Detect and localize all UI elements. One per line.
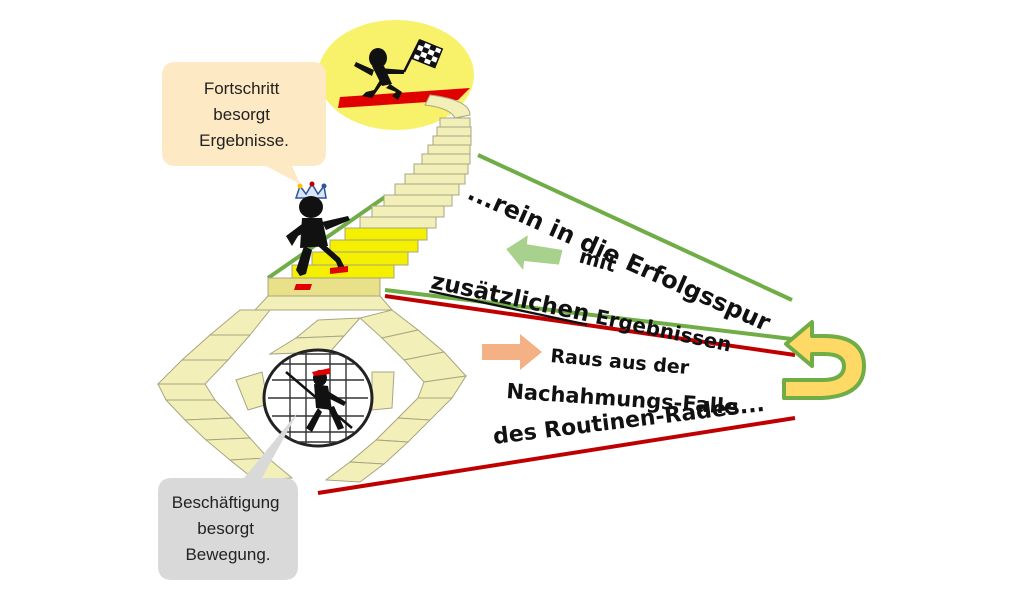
lower-message: Raus aus der Nachahmungs-Falle des Routi… xyxy=(492,345,766,450)
red-shoe-left xyxy=(294,284,312,290)
top-speech-bubble: Fortschritt besorgt Ergebnisse. xyxy=(162,62,326,184)
red-shoe-right xyxy=(330,266,348,274)
red-carpet xyxy=(338,88,470,108)
success-lane-bottom-line xyxy=(384,288,801,342)
hamster-wheel-icon xyxy=(262,348,374,448)
bottom-bubble-line-3: Bewegung. xyxy=(185,545,270,564)
crown-icon xyxy=(294,181,327,199)
checkered-flag-icon xyxy=(402,39,444,73)
upper-step-edge-line xyxy=(266,195,387,280)
success-lane-top-line xyxy=(477,153,793,302)
top-bubble-line-2: besorgt xyxy=(213,105,270,124)
bottom-bubble-line-1: Beschäftigung xyxy=(172,493,280,512)
lower-message-line-1: Raus aus der xyxy=(550,345,691,379)
climbing-figure xyxy=(286,181,350,290)
top-bubble-line-1: Fortschritt xyxy=(204,79,280,98)
svg-text:Beschäftigung besorgt: Beschäftigung besorgt Bewegung. xyxy=(172,493,284,564)
left-arrow-green-icon xyxy=(506,235,563,270)
right-arrow-orange-icon xyxy=(482,334,542,370)
runner-figure xyxy=(354,48,404,100)
trap-lane-top-line xyxy=(384,294,796,357)
trap-lane-bottom-line xyxy=(317,416,796,495)
staircase-to-success xyxy=(267,94,472,297)
bottom-bubble-line-2: besorgt xyxy=(197,519,254,538)
top-bubble-line-3: Ergebnisse. xyxy=(199,131,289,150)
lane-lines xyxy=(266,153,801,495)
svg-text:Fortschritt besorgt: Fortschritt besorgt Ergebnisse. xyxy=(199,79,289,150)
spiral-staircase-trap xyxy=(156,295,468,483)
u-turn-arrow-icon xyxy=(782,320,866,400)
upper-message-emphasis: zusätzlichen xyxy=(429,268,592,327)
bottom-speech-bubble: Beschäftigung besorgt Bewegung. xyxy=(158,412,298,580)
